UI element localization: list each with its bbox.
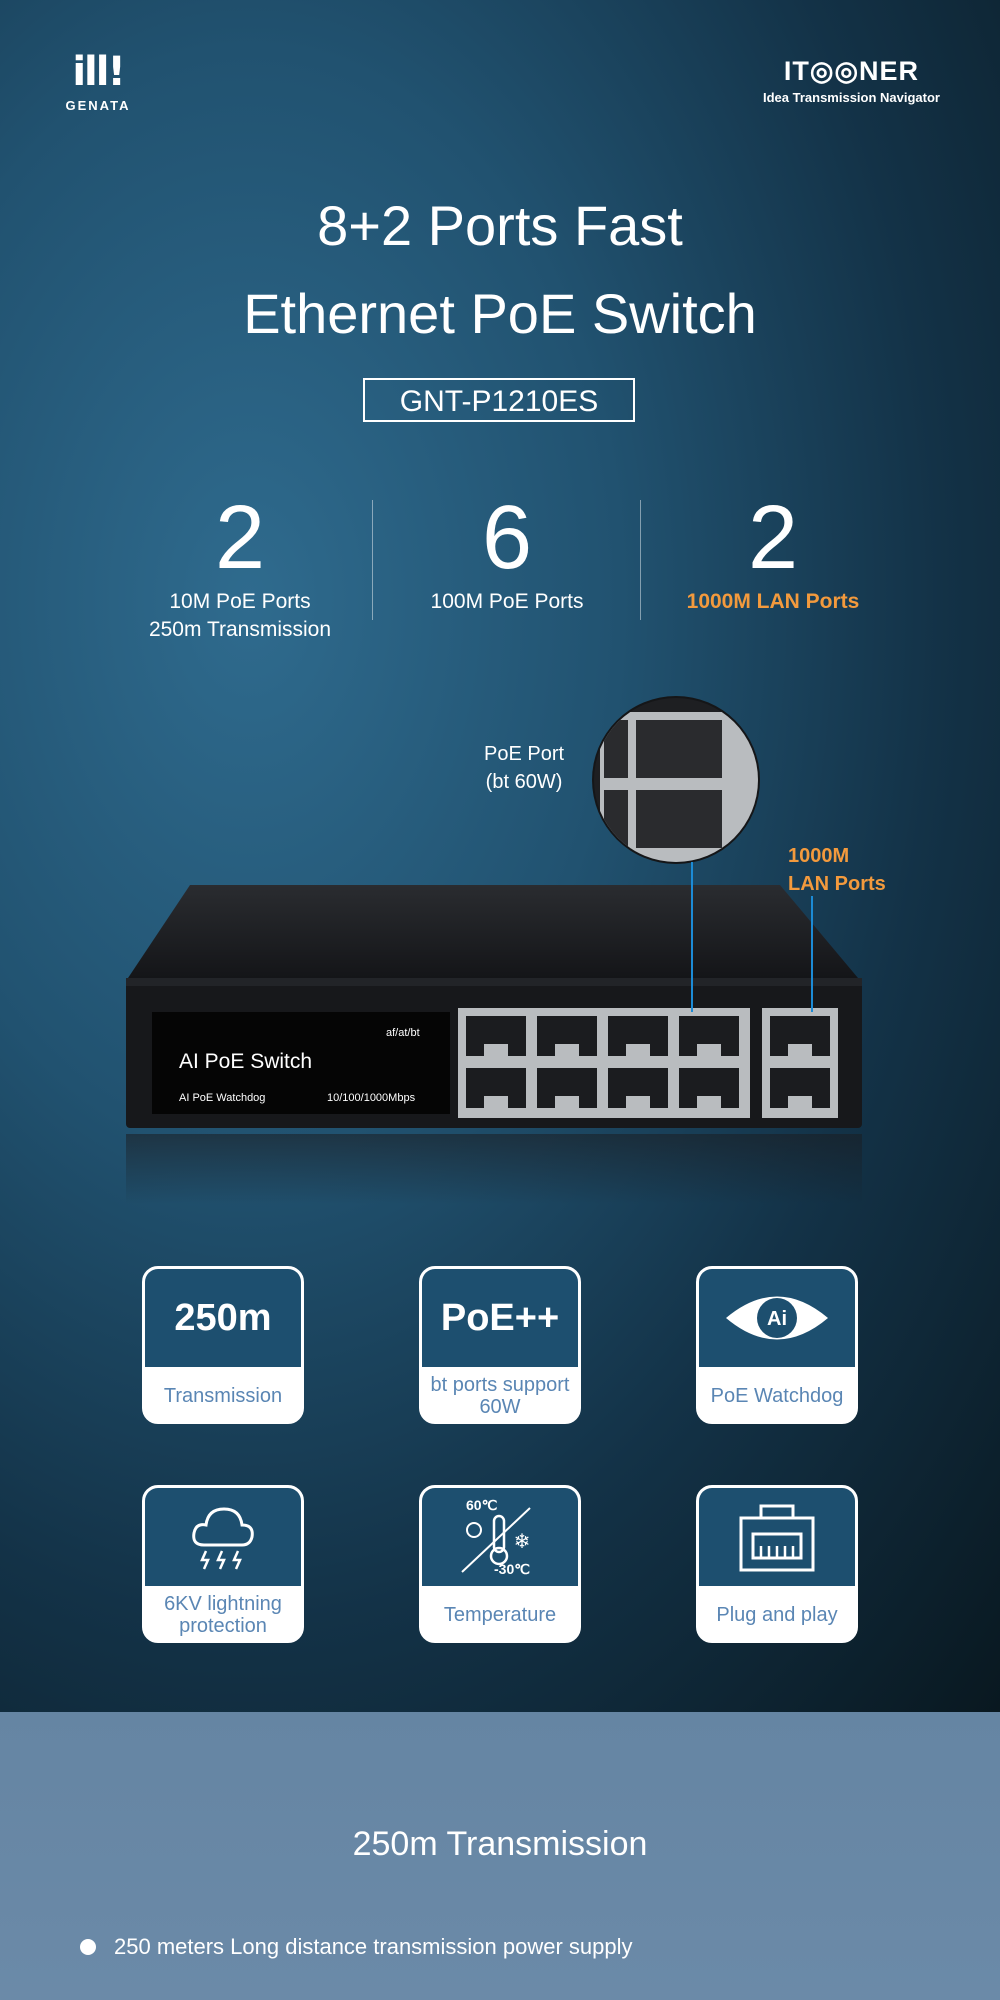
- poe-port-callout-line2: (bt 60W): [485, 771, 563, 793]
- feature-label: Transmission: [163, 1384, 283, 1407]
- feature-card-transmission: 250m Transmission: [142, 1266, 304, 1424]
- poe-ports: [466, 1016, 739, 1108]
- poe-port-callout: PoE Port (bt 60W): [484, 740, 564, 796]
- poe-port-tab: [626, 1044, 650, 1056]
- switch-standards-text: af/at/bt: [386, 1027, 420, 1039]
- stat-100m-poe: 6 100M PoE Ports: [377, 488, 637, 616]
- feature-poe-value: PoE++: [422, 1269, 578, 1367]
- poe-port-callout-line1: PoE Port: [484, 743, 565, 765]
- lightning-cloud-icon: [145, 1488, 301, 1586]
- stat-number: 2: [747, 488, 799, 588]
- feature-label: PoE Watchdog: [710, 1384, 844, 1407]
- lan-port-tab: [788, 1044, 812, 1056]
- switch-label-panel: [152, 1012, 450, 1114]
- switch-speed-text: 10/100/1000Mbps: [327, 1092, 416, 1104]
- lan-port-callout-line1: 1000M: [788, 845, 850, 867]
- bullet-text: 250 meters Long distance transmission po…: [114, 1934, 633, 1959]
- feature-card-watchdog: Ai PoE Watchdog: [696, 1266, 858, 1424]
- svg-text:60℃: 60℃: [466, 1497, 498, 1513]
- feature-label: Plug and play: [716, 1603, 838, 1626]
- svg-text:Ai: Ai: [767, 1308, 787, 1330]
- page-title-line1: 8+2 Ports Fast: [317, 194, 683, 257]
- feature-card-lightning: 6KV lightning protection: [142, 1485, 304, 1643]
- poe-port-tab: [555, 1096, 579, 1108]
- switch-reflection: [126, 1134, 862, 1204]
- feature-label: 6KV lightning protection: [164, 1592, 282, 1637]
- stat-label: 10M PoE Ports: [169, 590, 311, 613]
- stat-number: 6: [481, 488, 533, 588]
- poe-port-tab: [555, 1044, 579, 1056]
- switch-watchdog-text: AI PoE Watchdog: [179, 1092, 265, 1104]
- stat-sublabel: 250m Transmission: [148, 618, 332, 641]
- lan-port-callout: 1000M LAN Ports: [788, 842, 886, 898]
- poe-port-tab: [697, 1044, 721, 1056]
- hero-background: [0, 0, 1000, 1712]
- thermometer-icon: 60℃ -30℃ ❄: [422, 1488, 578, 1586]
- feature-250m-value: 250m: [145, 1269, 301, 1367]
- feature-card-plug-play: Plug and play: [696, 1485, 858, 1643]
- switch-name-text: AI PoE Switch: [179, 1050, 312, 1073]
- svg-text:-30℃: -30℃: [494, 1561, 530, 1577]
- feature-label: bt ports support 60W: [430, 1373, 570, 1418]
- section-250m-transmission: [0, 1712, 1000, 2000]
- lan-ports: [770, 1016, 830, 1108]
- stat-label: 100M PoE Ports: [430, 590, 584, 613]
- ethernet-port-icon: [699, 1488, 855, 1586]
- poe-port-tab: [697, 1096, 721, 1108]
- page-title-line2: Ethernet PoE Switch: [243, 282, 757, 345]
- feature-card-temperature: 60℃ -30℃ ❄ Temperature: [419, 1485, 581, 1643]
- genata-logo-text: GENATA: [65, 98, 131, 113]
- feature-label: Temperature: [443, 1603, 557, 1626]
- poe-port-tab: [484, 1044, 508, 1056]
- stat-label: 1000M LAN Ports: [686, 590, 860, 613]
- lan-port-callout-line2: LAN Ports: [788, 873, 886, 895]
- svg-text:❄: ❄: [514, 1529, 531, 1553]
- lan-port-tab: [788, 1096, 812, 1108]
- stat-number: 2: [214, 488, 266, 588]
- stat-divider: [640, 500, 641, 620]
- genata-logo-mark: ill!: [72, 49, 125, 95]
- feature-card-poe-plus: PoE++ bt ports support 60W: [419, 1266, 581, 1424]
- port-zoom-detail: [594, 698, 758, 862]
- bullet-item: 250 meters Long distance transmission po…: [80, 1934, 633, 1960]
- genata-logo: ill! GENATA: [62, 52, 134, 113]
- ai-eye-icon: Ai: [699, 1269, 855, 1367]
- itooner-tagline: Idea Transmission Navigator: [762, 90, 940, 105]
- switch-product-image: AI PoE Switch af/at/bt AI PoE Watchdog 1…: [126, 696, 862, 1204]
- model-badge: GNT-P1210ES: [363, 378, 635, 422]
- switch-top-face: [128, 885, 858, 978]
- section-title: 250m Transmission: [352, 1825, 648, 1863]
- stat-divider: [372, 500, 373, 620]
- stat-1000m-lan: 2 1000M LAN Ports: [643, 488, 903, 616]
- stat-10m-poe: 2 10M PoE Ports 250m Transmission: [110, 488, 370, 644]
- bullet-dot: [80, 1939, 96, 1955]
- poe-port-tab: [626, 1096, 650, 1108]
- itooner-logo-text: IT◎◎NER: [783, 56, 920, 86]
- poe-port-tab: [484, 1096, 508, 1108]
- itooner-logo: IT◎◎NER Idea Transmission Navigator: [763, 56, 940, 105]
